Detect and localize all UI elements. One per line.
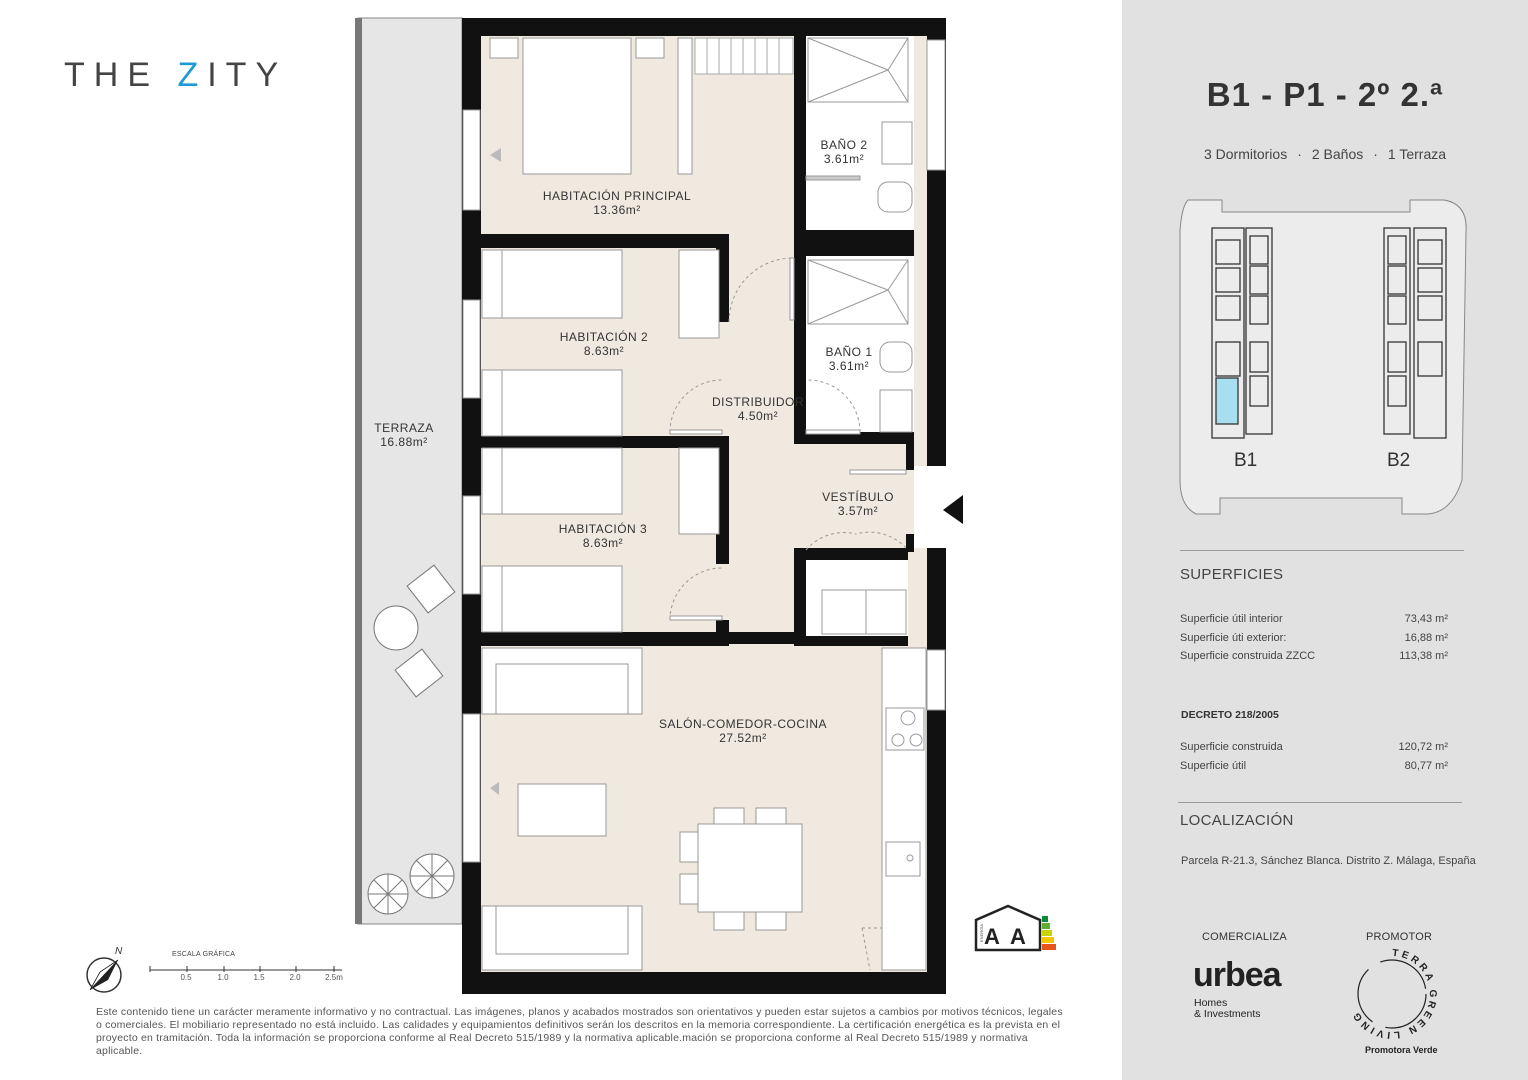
comercializa-label: COMERCIALIZA (1202, 931, 1287, 943)
bed-room-2 (481, 249, 720, 437)
unit-features: 3 Dormitorios·2 Baños·1 Terraza (1203, 146, 1447, 162)
terrace-area (357, 17, 463, 925)
living-furniture (481, 647, 927, 971)
terra-green-living-logo: TERRA GREEN LIVING (1350, 948, 1438, 1040)
svg-text:TERRA GREEN LIVING: TERRA GREEN LIVING (1350, 948, 1438, 1040)
entrance-arrow (943, 495, 963, 524)
storage-units (821, 589, 907, 635)
scale-tick: 0.5 (180, 973, 192, 982)
unit-highlight (1215, 377, 1239, 425)
info-panel (1122, 0, 1528, 1080)
feature-bathrooms: 2 Baños (1311, 146, 1364, 162)
scale-tick: 2.0 (289, 973, 301, 982)
disclaimer-text: Este contenido tiene un carácter meramen… (96, 1006, 1063, 1057)
decreto-title: DECRETO 218/2005 (1181, 709, 1279, 721)
localizacion-text: Parcela R-21.3, Sánchez Blanca. Distrito… (1181, 855, 1476, 867)
scale-tick: 1.5 (253, 973, 265, 982)
energy-small-text: ENERGÍA (979, 924, 984, 943)
brand-logo: THE ZITY (64, 56, 288, 94)
bed-master (489, 37, 693, 175)
door-swings (669, 257, 907, 621)
urbea-subtitle: Homes& Investments (1194, 997, 1261, 1020)
interior-walls (481, 36, 914, 648)
feature-terrace: 1 Terraza (1387, 146, 1447, 162)
divider (1178, 802, 1462, 803)
stair-storage (694, 37, 794, 75)
divider (1180, 550, 1464, 551)
key-label-b1: B1 (1234, 450, 1258, 471)
bed-room-3 (481, 447, 720, 633)
urbea-logo: urbea (1193, 956, 1282, 994)
feature-bedrooms: 3 Dormitorios (1203, 146, 1288, 162)
bathroom-1-fixtures (805, 259, 913, 435)
compass-label: N (115, 946, 123, 957)
ring-text: TERRA GREEN LIVING (1350, 948, 1435, 1040)
promotor-subtitle: Promotora Verde (1365, 1045, 1438, 1055)
promotor-label: PROMOTOR (1366, 931, 1433, 943)
terrace-railing (355, 18, 362, 924)
superficies-title: SUPERFICIES (1180, 566, 1284, 583)
key-label-b2: B2 (1387, 450, 1411, 471)
terrace-plants (367, 853, 455, 915)
bathroom-2-fixtures (805, 37, 913, 213)
energy-rating-a: A (984, 924, 1000, 949)
localizacion-title: LOCALIZACIÓN (1180, 812, 1294, 829)
key-plan (1179, 199, 1467, 515)
scale-bar (149, 966, 342, 972)
floor-plan (86, 17, 1056, 994)
energy-label-icon (974, 904, 1056, 952)
scale-title: ESCALA GRÁFICA (172, 951, 236, 958)
scale-tick: 2.5m (325, 973, 343, 982)
compass-icon (86, 957, 122, 993)
terrace-furniture (373, 564, 456, 698)
superficie-row: Superficie úti exterior:16,88 m² (1180, 632, 1448, 644)
windows (462, 39, 946, 863)
scale-tick: 1.0 (217, 973, 229, 982)
energy-rating-b: A (1010, 924, 1026, 949)
unit-title: B1 - P1 - 2º 2.ª (1206, 76, 1444, 113)
entrance-notch (914, 466, 948, 548)
